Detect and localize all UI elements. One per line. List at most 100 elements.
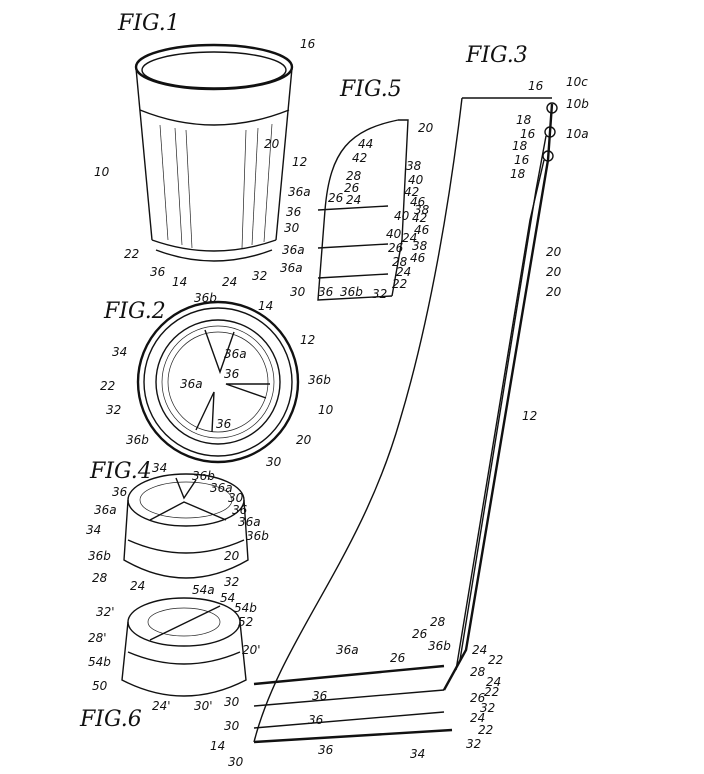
ref-label: 16 [528, 79, 544, 93]
ref-label: 32 [372, 287, 387, 301]
ref-label: 28' [88, 631, 107, 645]
ref-label: 54b [234, 601, 257, 615]
ref-label: 14 [210, 739, 225, 753]
ref-label: 18 [516, 113, 532, 127]
ref-label: 10a [566, 127, 589, 141]
ref-label: 12 [300, 333, 315, 347]
ref-label: 24 [222, 275, 237, 289]
ref-label: 24 [472, 643, 487, 657]
ref-label: 44 [358, 137, 373, 151]
fig3-title: FIG.3 [465, 43, 528, 68]
fig2-bottom-view [136, 300, 300, 464]
ref-label: 24 [486, 675, 501, 689]
ref-label: 36a [282, 243, 305, 257]
ref-label: 46 [410, 251, 426, 265]
ref-label: 22 [488, 653, 503, 667]
ref-label: 38 [406, 159, 422, 173]
fig6-variant [121, 597, 247, 697]
ref-label: 32 [224, 575, 239, 589]
ref-label: 46 [410, 195, 426, 209]
ref-label: 36b [88, 549, 111, 563]
ref-label: 36 [318, 285, 334, 299]
ref-label: 36b [126, 433, 149, 447]
ref-label: 28 [430, 615, 446, 629]
ref-label: 34 [86, 523, 101, 537]
ref-label: 36 [216, 417, 232, 431]
ref-label: 26 [390, 651, 406, 665]
reference-numerals: 16 10 20 12 22 36 14 24 32 36b 14 12 34 … [86, 37, 589, 769]
ref-label: 26 [470, 691, 486, 705]
ref-label: 40 [386, 227, 402, 241]
ref-label: 20 [296, 433, 312, 447]
ref-label: 30' [194, 699, 213, 713]
ref-label: 36b [194, 291, 217, 305]
ref-label: 36b [308, 373, 331, 387]
ref-label: 42 [412, 211, 427, 225]
ref-label: 26 [412, 627, 428, 641]
ref-label: 36 [232, 503, 248, 517]
ref-label: 10 [318, 403, 334, 417]
ref-label: 36b [192, 469, 215, 483]
ref-label: 18 [512, 139, 528, 153]
ref-label: 20' [242, 643, 261, 657]
ref-label: 34 [112, 345, 127, 359]
ref-label: 30 [266, 455, 282, 469]
ref-label: 36a [280, 261, 303, 275]
ref-label: 12 [292, 155, 307, 169]
ref-label: 36b [246, 529, 269, 543]
ref-label: 22 [392, 277, 407, 291]
ref-label: 16 [514, 153, 530, 167]
ref-label: 32 [106, 403, 121, 417]
ref-label: 36a [210, 481, 233, 495]
ref-label: 26 [328, 191, 344, 205]
ref-label: 30 [284, 221, 300, 235]
ref-label: 36a [94, 503, 117, 517]
ref-label: 16 [520, 127, 536, 141]
fig5-section [317, 119, 409, 301]
fig1-title: FIG.1 [117, 11, 180, 36]
ref-label: 54a [192, 583, 215, 597]
fig6-title: FIG.6 [79, 707, 142, 732]
ref-label: 34 [152, 461, 167, 475]
ref-label: 36 [312, 689, 328, 703]
ref-label: 24 [346, 193, 361, 207]
ref-label: 22 [484, 685, 499, 699]
ref-label: 50 [92, 679, 108, 693]
ref-label: 36b [428, 639, 451, 653]
ref-label: 24 [402, 231, 417, 245]
ref-label: 36 [112, 485, 128, 499]
ref-label: 36a [288, 185, 311, 199]
ref-label: 42 [352, 151, 367, 165]
figure-titles: FIG.1 FIG.5 FIG.3 FIG.2 FIG.4 FIG.6 [79, 11, 528, 732]
ref-label: 32' [96, 605, 115, 619]
ref-label: 30 [224, 719, 240, 733]
ref-label: 24' [152, 699, 171, 713]
ref-label: 14 [258, 299, 273, 313]
ref-label: 20 [546, 285, 562, 299]
ref-label: 38 [414, 203, 430, 217]
ref-label: 36 [318, 743, 334, 757]
ref-label: 36a [238, 515, 261, 529]
ref-label: 14 [172, 275, 187, 289]
ref-label: 24 [396, 265, 411, 279]
ref-label: 20 [264, 137, 280, 151]
ref-label: 28 [346, 169, 362, 183]
ref-label: 32 [480, 701, 495, 715]
ref-label: 22 [100, 379, 115, 393]
ref-label: 20 [546, 265, 562, 279]
ref-label: 46 [414, 223, 430, 237]
ref-label: 20 [546, 245, 562, 259]
ref-label: 20 [418, 121, 434, 135]
ref-label: 36 [224, 367, 240, 381]
ref-label: 54b [88, 655, 111, 669]
fig4-title: FIG.4 [89, 459, 152, 484]
ref-label: 10 [94, 165, 110, 179]
fig2-title: FIG.2 [103, 299, 166, 324]
ref-label: 34 [410, 747, 425, 761]
ref-label: 24 [130, 579, 145, 593]
ref-label: 12 [522, 409, 537, 423]
ref-label: 36 [308, 713, 324, 727]
ref-label: 10b [566, 97, 589, 111]
